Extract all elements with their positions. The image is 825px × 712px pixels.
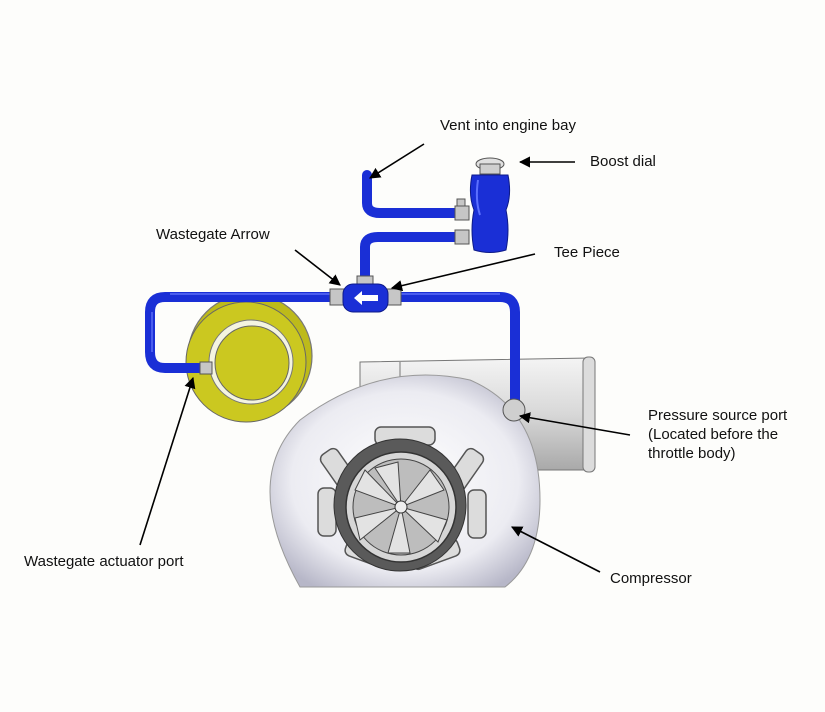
arrow-compressor bbox=[511, 526, 601, 573]
hose-to-actuator bbox=[145, 292, 335, 373]
tee-piece bbox=[342, 283, 389, 313]
arrow-pressure-source bbox=[518, 412, 631, 436]
hose-tee-to-dial bbox=[360, 232, 460, 288]
boost-dial bbox=[469, 157, 511, 253]
wastegate-actuator bbox=[185, 293, 313, 423]
label-tee-piece: Tee Piece bbox=[554, 244, 620, 261]
label-pressure-source-3: throttle body) bbox=[648, 445, 736, 462]
label-boost-dial: Boost dial bbox=[590, 153, 656, 170]
arrow-wastegate bbox=[294, 249, 341, 286]
arrow-vent bbox=[369, 143, 425, 179]
label-vent: Vent into engine bay bbox=[440, 117, 576, 134]
arrow-actuator-port bbox=[139, 376, 196, 546]
compressor-wheel bbox=[354, 461, 448, 554]
hose-to-pressure-source bbox=[395, 292, 520, 405]
label-wastegate-arrow: Wastegate Arrow bbox=[156, 226, 270, 243]
label-compressor: Compressor bbox=[610, 570, 692, 587]
label-pressure-source-2: (Located before the bbox=[648, 426, 778, 443]
label-wastegate-actuator-port: Wastegate actuator port bbox=[24, 553, 184, 570]
pressure-source-port bbox=[502, 398, 526, 422]
arrow-tee-piece bbox=[390, 253, 536, 292]
label-pressure-source-1: Pressure source port bbox=[648, 407, 788, 424]
wastegate-arrow-icon bbox=[354, 291, 378, 305]
hose-vent bbox=[362, 170, 460, 218]
callout-arrows bbox=[139, 143, 631, 573]
compressor-housing bbox=[269, 374, 541, 588]
boost-hoses bbox=[145, 170, 520, 405]
